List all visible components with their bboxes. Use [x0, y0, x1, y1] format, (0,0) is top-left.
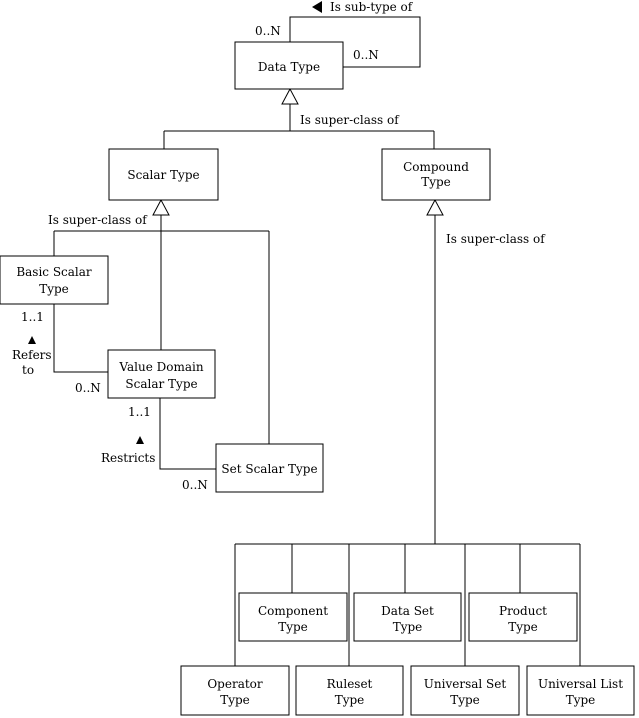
- data-type-generalization-triangle: [281, 87, 299, 105]
- connector-lines: [53, 16, 581, 666]
- refers-label: Refers: [12, 348, 52, 362]
- data-set-type-label-line2: Type: [393, 620, 423, 634]
- restricts-direction-arrow: [136, 436, 144, 444]
- basic-scalar-multiplicity: 1..1: [21, 310, 44, 324]
- self-right-multiplicity: 0..N: [353, 48, 379, 62]
- ruleset-type-box: Ruleset Type: [295, 665, 404, 716]
- restricts-line: [159, 398, 216, 470]
- compound-type-generalization-triangle: [426, 198, 444, 216]
- universal-set-type-box: Universal Set Type: [410, 665, 520, 716]
- product-type-box: Product Type: [468, 592, 578, 642]
- operator-type-label-line1: Operator: [207, 677, 263, 691]
- data-set-type-label-line1: Data Set: [381, 604, 434, 618]
- super-class-compound-label: Is super-class of: [446, 232, 546, 246]
- operator-type-box: Operator Type: [180, 665, 290, 716]
- super-class-scalar-label: Is super-class of: [48, 213, 148, 227]
- component-type-label-line1: Component: [258, 604, 328, 618]
- refers-direction-arrow: [28, 336, 36, 344]
- compound-type-label-line1: Compound: [403, 160, 469, 174]
- basic-scalar-type-box: Basic Scalar Type: [0, 255, 109, 305]
- data-set-type-box: Data Set Type: [353, 592, 462, 642]
- value-domain-refers-multiplicity: 0..N: [75, 381, 101, 395]
- universal-list-type-box: Universal List Type: [526, 665, 635, 716]
- self-left-multiplicity: 0..N: [255, 24, 281, 38]
- basic-scalar-type-label-line1: Basic Scalar: [16, 265, 92, 279]
- component-type-label-line2: Type: [278, 620, 308, 634]
- refers-to-line: [53, 304, 108, 373]
- basic-scalar-type-label-line2: Type: [39, 282, 69, 296]
- operator-type-label-line2: Type: [220, 693, 250, 707]
- value-domain-label-line2: Scalar Type: [125, 377, 197, 391]
- ruleset-type-label-line1: Ruleset: [327, 677, 373, 691]
- set-scalar-type-box: Set Scalar Type: [215, 443, 324, 493]
- super-class-top-label: Is super-class of: [300, 113, 400, 127]
- universal-list-type-label-line2: Type: [566, 693, 596, 707]
- value-domain-restricts-multiplicity: 1..1: [128, 405, 151, 419]
- product-type-label-line1: Product: [499, 604, 547, 618]
- restricts-label: Restricts: [101, 451, 155, 465]
- scalar-type-box: Scalar Type: [108, 148, 219, 201]
- scalar-type-generalization-triangle: [152, 198, 170, 216]
- value-domain-label-line1: Value Domain: [118, 360, 203, 374]
- value-domain-scalar-type-box: Value Domain Scalar Type: [107, 349, 216, 399]
- set-scalar-multiplicity: 0..N: [182, 478, 208, 492]
- self-association-line: [289, 16, 421, 68]
- universal-list-type-label-line1: Universal List: [538, 677, 623, 691]
- compound-type-box: Compound Type: [381, 148, 491, 201]
- to-label: to: [22, 363, 34, 377]
- data-type-label: Data Type: [258, 60, 320, 74]
- sub-type-direction-arrow: [312, 1, 322, 13]
- universal-set-type-label-line2: Type: [450, 693, 480, 707]
- ruleset-type-label-line2: Type: [335, 693, 365, 707]
- scalar-type-label: Scalar Type: [127, 168, 199, 182]
- component-type-box: Component Type: [238, 592, 348, 642]
- compound-type-label-line2: Type: [421, 175, 451, 189]
- product-type-label-line2: Type: [508, 620, 538, 634]
- is-sub-type-of-label: Is sub-type of: [330, 0, 414, 14]
- set-scalar-type-label: Set Scalar Type: [221, 462, 317, 476]
- data-type-box: Data Type: [234, 41, 344, 90]
- universal-set-type-label-line1: Universal Set: [424, 677, 507, 691]
